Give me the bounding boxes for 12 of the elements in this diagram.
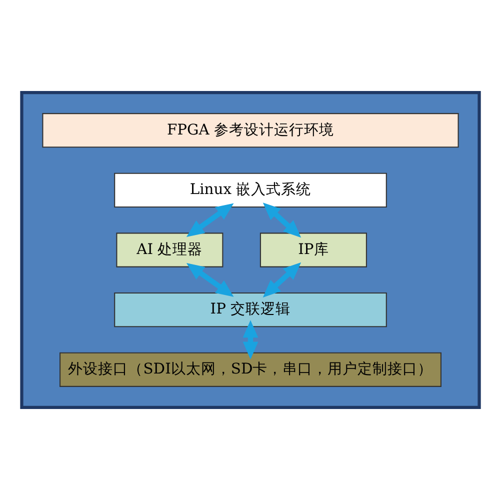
node-box: FPGA 参考设计运行环境 xyxy=(42,113,458,148)
node-box: AI 处理器 xyxy=(116,232,223,268)
node-box: 外设接口（SDI以太网，SD卡，串口，用户定制接口） xyxy=(59,352,441,387)
node-box: IP 交联逻辑 xyxy=(114,292,386,328)
arrow xyxy=(186,203,234,237)
node-box: Linux 嵌入式系统 xyxy=(114,172,386,208)
cluster xyxy=(20,91,480,409)
arrow xyxy=(262,262,301,298)
arrow xyxy=(186,263,234,297)
arrow xyxy=(242,320,258,360)
arrow xyxy=(262,202,301,238)
node-box: IP库 xyxy=(259,232,366,268)
